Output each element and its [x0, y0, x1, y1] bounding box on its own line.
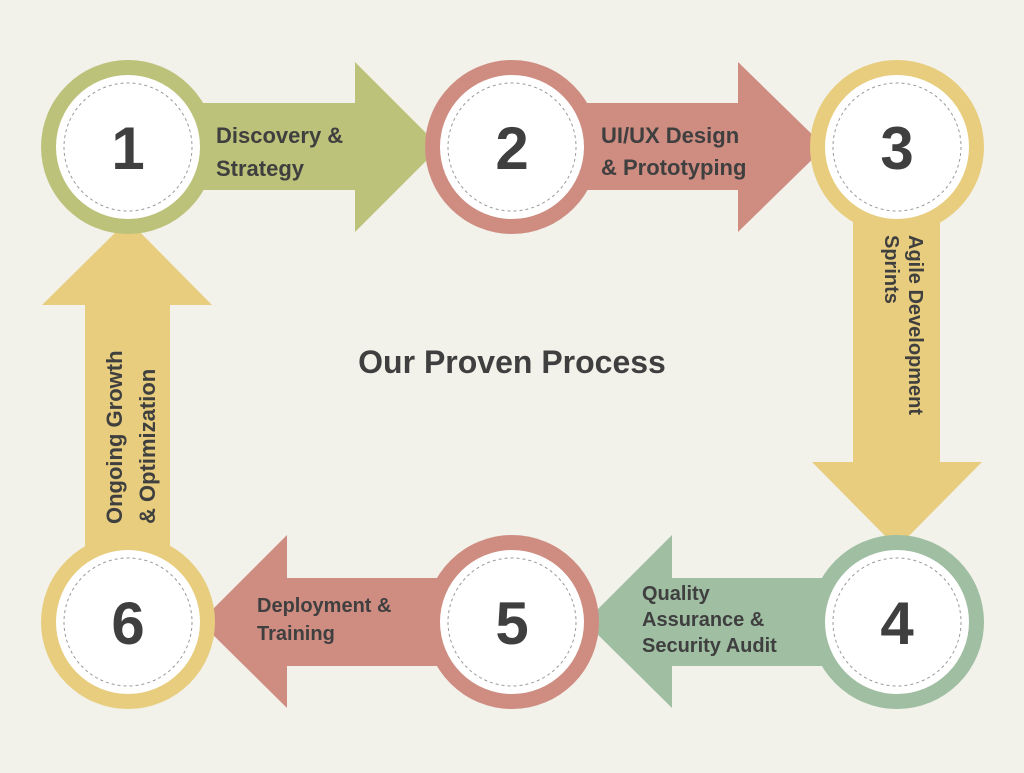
- step-2-number: 2: [495, 115, 528, 182]
- step-2-label-line-1: UI/UX Design: [601, 123, 739, 148]
- step-5-label-line-1: Deployment &: [257, 595, 391, 617]
- step-2-node: 2: [425, 60, 599, 234]
- step-4-number: 4: [880, 590, 914, 657]
- step-3-number: 3: [880, 115, 913, 182]
- step-3-label-line-2: Sprints: [880, 235, 902, 304]
- step-3-node: 3: [810, 60, 984, 234]
- step-4-label-line-3: Security Audit: [642, 635, 777, 657]
- arrow-1-to-2: [180, 62, 440, 232]
- step-1-label-line-2: Strategy: [216, 156, 305, 181]
- step-3-label-line-1: Agile Development: [904, 235, 926, 415]
- page-title: Our Proven Process: [358, 344, 666, 380]
- step-5-label-line-2: Training: [257, 623, 335, 645]
- step-6-node: 6: [41, 535, 215, 709]
- arrow-4-to-5: [585, 535, 845, 708]
- arrow-5-to-6: [200, 535, 455, 708]
- step-4-label-line-1: Quality: [642, 583, 711, 605]
- step-6-label-line-2: & Optimization: [135, 369, 160, 524]
- step-4-label-line-2: Assurance &: [642, 609, 764, 631]
- step-2-label-line-2: & Prototyping: [601, 155, 746, 180]
- step-1-label-line-1: Discovery &: [216, 123, 343, 148]
- step-1-node: 1: [41, 60, 215, 234]
- step-6-number: 6: [111, 590, 144, 657]
- step-5-node: 5: [425, 535, 599, 709]
- arrow-3-to-4: [812, 210, 982, 548]
- step-4-node: 4: [810, 535, 984, 709]
- arrow-2-to-3: [565, 62, 825, 232]
- step-6-label-line-1: Ongoing Growth: [102, 350, 127, 524]
- step-3-label: Agile Development Sprints: [880, 235, 926, 415]
- step-1-number: 1: [111, 115, 144, 182]
- step-5-number: 5: [495, 590, 528, 657]
- arrow-6-to-1: [42, 220, 212, 555]
- step-6-label: Ongoing Growth & Optimization: [102, 350, 160, 524]
